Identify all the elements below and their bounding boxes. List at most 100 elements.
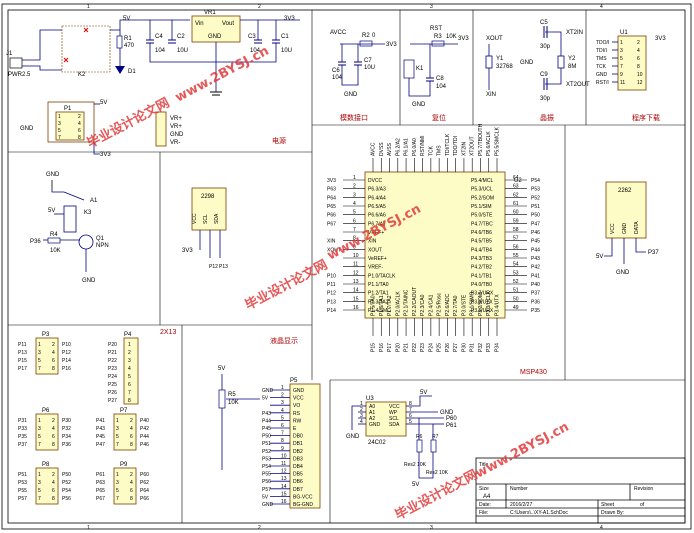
header-left-pin: 5 [116,434,119,440]
eeprom-left-label: A1 [369,410,375,416]
crystal-xout-label: XOUT [486,36,503,42]
c4-value: 104 [155,48,166,54]
mcu-left-pin-label: DVCC [368,178,383,184]
eeprom-name: 24C02 [368,440,386,446]
button-k1 [403,59,415,79]
lcd-net: P55 [262,472,271,478]
y1-value: 32768 [496,64,513,70]
header-right-net: P42 [140,426,149,432]
mcu-right-net: P46 [531,230,540,236]
eeprom-u3 [365,401,407,437]
mcu-name: MSP430 [520,369,547,376]
tb-of-label: of [640,502,645,508]
y2-value: 8M [568,64,576,70]
crystal-xt2in-label: XT2IN [566,30,583,36]
c6-ref: C6 [332,68,340,74]
jtag-pin-right: 10 [637,72,643,78]
crystal-y2 [557,55,565,69]
header-right-pin: 6 [130,434,133,440]
eeprom-gnd-left: GND [346,434,360,440]
mcu-bottom-net: P21 [404,343,410,352]
jtag-pin-right: 2 [637,40,640,46]
mcu-top-pin-name: P6.0/A0 [412,138,418,156]
p1-pin-1: 1 [58,114,61,120]
mcu-left-net: P66 [327,213,336,219]
header-right-net: P50 [62,472,71,478]
header-right-net: P54 [62,488,71,494]
mcu-left-pin-label: P1.3/TA2 [368,299,389,305]
mcu-right-pin-label: P5.2/SOM [471,195,494,201]
mcu-right-pin-label: P3.7/URX [471,291,494,297]
lcd-net: P54 [262,464,271,470]
c8-value: 104 [436,84,447,90]
header-right-pin: 2 [52,472,55,478]
lcd-pin-num: 14 [281,484,287,490]
header-left-pin: 3 [38,350,41,356]
mcu-right-pin-label: P5.0/STE [471,213,493,219]
vr-label-2: VR+ [170,124,182,130]
lcd-net: GND [262,502,274,508]
noconnect-x1b [83,27,89,33]
mcu-bottom-net: P22 [412,343,418,352]
mcu-left-pin-num: 1 [353,175,356,181]
resistor-r4 [47,237,61,244]
mcu-left-pin-num: 5 [353,210,356,216]
jtag-pin-right: 6 [637,56,640,62]
lcd-net: P57 [262,487,271,493]
header-right-net: P56 [62,496,71,502]
tb-size-value: A4 [483,494,491,500]
mcu-right-pin-label: P4.7/TBC [471,221,493,227]
header-left-net: P11 [18,342,27,348]
tb-drawn-label: Drawn By: [601,510,624,516]
p1-pin-6: 6 [78,128,81,134]
mcu-right-pin-label: P4.4/TB4 [471,247,492,253]
mcu-left-pin-label: P1.4/SMC [368,308,391,314]
header-left-pin: 7 [116,496,119,502]
mcu-bottom-pin-label: P1.5/TA0 [371,295,377,316]
header-left-net: P13 [18,350,27,356]
c1-value: 10U [281,48,292,54]
mcu-bottom-pin-label: P2.4/CA1 [428,294,434,316]
p1-5v-label: 5V [100,100,107,106]
mcu-bottom-pin-label: P2.3/CA0 [420,294,426,316]
lcd-pin-num: 6 [281,423,284,429]
mcu-left-net: P10 [327,273,336,279]
mcu-right-net: P42 [531,265,540,271]
mcu-left-net: P64 [327,195,336,201]
sensor-net-p13: P13 [219,264,228,270]
lcd-pin-label: RS [293,411,301,417]
resistor-r2 [359,40,373,47]
dc-jack-j1 [9,57,23,69]
jtag-pin-right: 12 [637,80,643,86]
lcd-net: P50 [262,434,271,440]
mcu-left-pin-num: 12 [353,270,359,276]
mcu-left-pin-num: 7 [353,227,356,233]
ds-section: 2262 VCC GND DATA 5V P37 GND [596,181,659,276]
vr1-vin: Vin [195,21,204,27]
lcd-net: P43 [262,411,271,417]
p1-pin-7: 7 [58,135,61,141]
regulator-vr1 [191,15,241,43]
header-left-pin: 7 [38,442,41,448]
lcd-pin-label: DB4 [293,464,303,470]
header-p4-pin: 3 [128,358,131,364]
header-right-net: P64 [140,488,149,494]
mcu-bottom-pin-label: P2.6/ADC [445,293,451,316]
header-body [35,413,59,451]
border-bottom-3: 3 [430,525,433,531]
headers-label: 2X13 [160,329,176,336]
vr1-gnd: GND [208,34,222,40]
c3-value: 104 [250,48,261,54]
relay-contact [63,191,85,201]
mcu-bottom-pin-label: P3.2/SOMI [478,292,484,316]
eeprom-5v-top: 5V [420,390,427,396]
mcu-top-pin-name: AVSS [387,142,393,156]
mcu-left-pin-label: P1.1/TA0 [368,282,389,288]
header-left-pin: 7 [38,366,41,372]
mcu-bottom-pin-label: P1.7/TA2 [387,295,393,316]
lcd-net: P44 [262,418,271,424]
c7-ref: C7 [364,58,372,64]
